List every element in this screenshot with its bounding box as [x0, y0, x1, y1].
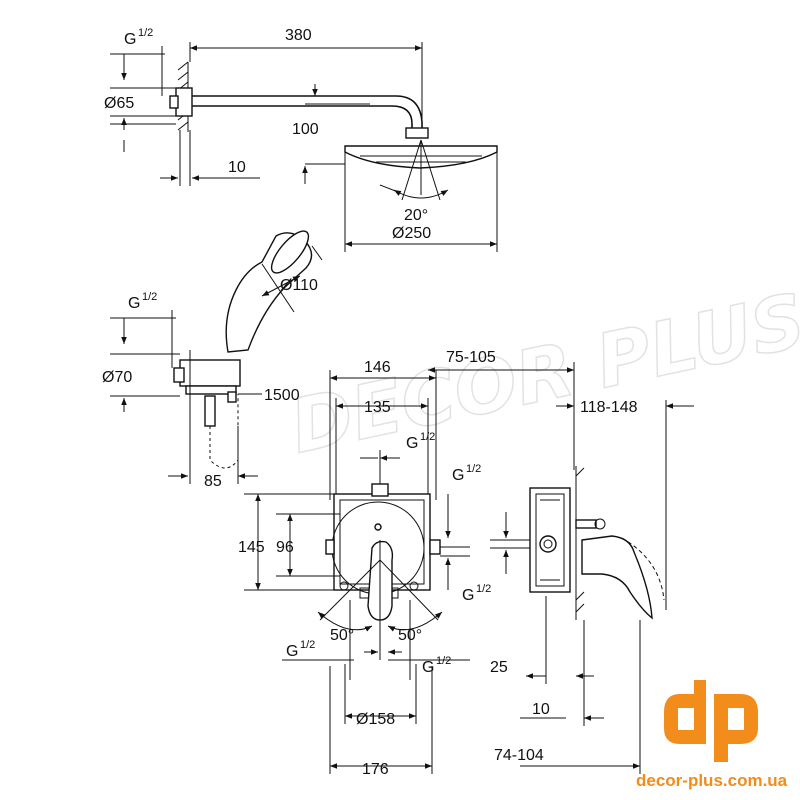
side-plate-offset: 10: [532, 701, 550, 718]
hand-outlet-diameter: Ø70: [102, 369, 132, 386]
front-angle-left: 50°: [330, 627, 354, 644]
hand-thread-label: G: [128, 295, 140, 312]
hand-thread-frac: 1/2: [142, 291, 157, 303]
front-bottom-width: 176: [362, 761, 389, 778]
front-top-thread: G: [406, 435, 418, 452]
side-offset: 25: [490, 659, 508, 676]
front-height-inner: 96: [276, 539, 294, 556]
hand-wall-offset: 85: [204, 473, 222, 490]
hand-head-diameter: Ø110: [280, 277, 318, 294]
front-bottom-left-thread: G: [286, 643, 298, 660]
front-plate-diameter: Ø158: [356, 711, 395, 728]
front-bottom-left-thread-frac: 1/2: [300, 639, 315, 651]
head-thread-frac: 1/2: [138, 27, 153, 39]
logo-site-url: decor-plus.com.ua: [636, 771, 788, 790]
head-wall-offset: 10: [228, 159, 246, 176]
front-width-inner: 135: [364, 399, 391, 416]
side-depth-range-bottom: 74-104: [494, 747, 544, 764]
mixer-side-drawing: 75-105 118-148 G 1/2 25 10 74-104: [428, 349, 694, 774]
side-thread: G: [462, 587, 474, 604]
head-drop: 100: [292, 121, 319, 138]
front-top-thread-frac: 1/2: [420, 431, 435, 443]
front-right-thread: G: [452, 467, 464, 484]
front-height-outer: 145: [238, 539, 265, 556]
mixer-front-drawing: 146 135 G 1/2 G 1/2 145 96 50° 50° G 1/2…: [238, 359, 481, 778]
head-diameter: Ø250: [392, 225, 431, 242]
front-bottom-right-thread-frac: 1/2: [436, 655, 451, 667]
side-depth-range-top: 75-105: [446, 349, 496, 366]
hand-hose-length: 1500: [264, 387, 300, 404]
head-spray-angle: 20°: [404, 207, 428, 224]
front-right-thread-frac: 1/2: [466, 463, 481, 475]
front-width-outer: 146: [364, 359, 391, 376]
side-projection: 118-148: [580, 399, 638, 416]
front-angle-right: 50°: [398, 627, 422, 644]
head-thread-label: G: [124, 31, 136, 48]
watermark: DECOR PLUS: [284, 278, 800, 471]
hand-shower-drawing: Ø110 G 1/2 Ø70 1500 85: [102, 230, 323, 490]
side-thread-frac: 1/2: [476, 583, 491, 595]
brand-logo: decor-plus.com.ua: [636, 680, 788, 790]
head-arm-length: 380: [285, 27, 312, 44]
logo-letter-p: [714, 694, 758, 762]
logo-letter-d: [664, 680, 706, 744]
head-shower-drawing: G 1/2 380 Ø65 100 10 20° Ø250: [104, 27, 498, 252]
head-flange-diameter: Ø65: [104, 95, 134, 112]
front-bottom-right-thread: G: [422, 659, 434, 676]
